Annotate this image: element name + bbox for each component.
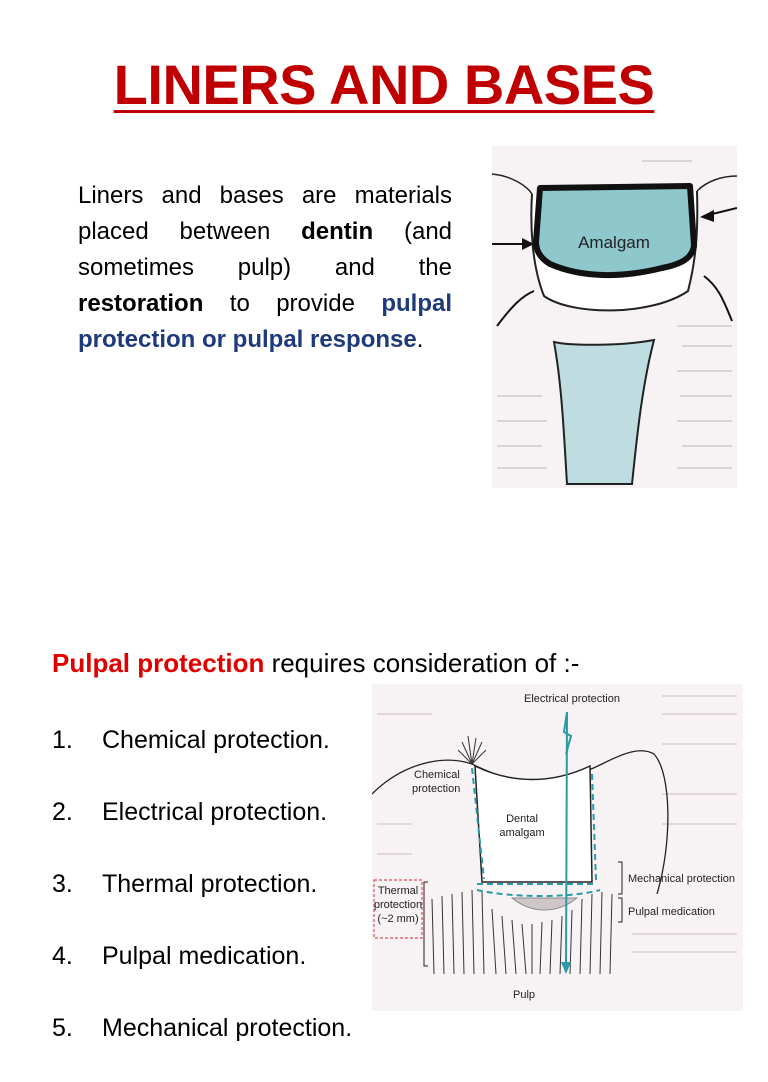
mechanical-label: Mechanical protection (628, 873, 735, 885)
thermal-bracket (423, 881, 428, 967)
list-number: 1. (52, 726, 73, 754)
amalgam-body (474, 764, 593, 883)
tooth-outline-left (491, 173, 533, 195)
intro-text-1: Liners and bases are materials placed be… (78, 182, 452, 245)
amalgam-figure: Amalgam (491, 146, 738, 488)
intro-bold-dentin: dentin (301, 218, 374, 245)
amalgam-label: Amalgam (578, 233, 650, 252)
electrical-zigzag (562, 711, 573, 755)
page-title: LINERS AND BASES (113, 53, 655, 116)
thermal-label-3: (~2 mm) (377, 913, 418, 925)
chemical-label-2: protection (412, 783, 460, 795)
list-number: 4. (52, 942, 73, 970)
intro-highlight: pulpal protection or pulpal response (78, 290, 452, 353)
pulp-label: Pulp (513, 989, 535, 1001)
medication-bracket (618, 897, 623, 923)
tooth-outline-right (696, 175, 738, 192)
pulpal-protection-heading: Pulpal protection requires consideration… (52, 648, 579, 679)
chemical-arrow (471, 767, 485, 880)
background-texture (377, 695, 737, 953)
electrical-label: Electrical protection (524, 693, 620, 705)
list-item: 3. Thermal protection. (52, 866, 352, 938)
arrowhead-right-1 (700, 210, 714, 222)
list-number: 2. (52, 798, 73, 826)
list-text: Electrical protection. (102, 798, 328, 826)
list-text: Pulpal medication. (102, 942, 307, 970)
medication-base (510, 897, 579, 911)
intro-bold-restoration: restoration (78, 290, 204, 317)
arrow-left-2 (496, 290, 535, 327)
list-text: Mechanical protection. (102, 1014, 353, 1042)
pulp-canal (552, 338, 656, 485)
heading-rest: requires consideration of :- (264, 648, 580, 678)
intro-text-4: . (416, 326, 424, 353)
thermal-label-1: Thermal (378, 885, 418, 897)
tooth-outline (371, 750, 669, 895)
heading-highlight: Pulpal protection (52, 648, 265, 678)
liner-curve (476, 889, 601, 897)
list-text: Thermal protection. (102, 870, 318, 898)
mechanical-bracket (618, 861, 623, 895)
dental-label-1: Dental (506, 813, 538, 825)
list-number: 3. (52, 870, 73, 898)
side-arrow (591, 773, 597, 881)
protection-diagram: Electrical protection Chemical protectio… (371, 693, 737, 1001)
crack-lines (457, 735, 487, 765)
list-item: 4. Pulpal medication. (52, 938, 352, 1010)
list-text: Chemical protection. (102, 726, 330, 754)
amalgam-diagram: Amalgam (491, 160, 738, 485)
list-item: 1. Chemical protection. (52, 722, 352, 794)
background-texture (497, 160, 732, 469)
intro-paragraph: Liners and bases are materials placed be… (78, 178, 452, 358)
list-item: 5. Mechanical protection. (52, 1010, 352, 1082)
protection-figure: Electrical protection Chemical protectio… (371, 684, 743, 1011)
protection-list: 1. Chemical protection. 2. Electrical prot… (52, 722, 352, 1082)
intro-text-3: to provide (203, 290, 382, 317)
intro-text-2: (and sometimes pulp) and the (78, 218, 453, 281)
electrical-arrow (565, 711, 568, 970)
dental-label-2: amalgam (499, 827, 544, 839)
arrow-right-2 (703, 275, 733, 322)
amalgam-filling (533, 183, 697, 279)
medication-label: Pulpal medication (628, 906, 715, 918)
chemical-label-1: Chemical (414, 769, 460, 781)
list-item: 2. Electrical protection. (52, 794, 352, 866)
thermal-box (373, 879, 423, 939)
thermal-label-2: protection (374, 899, 422, 911)
list-number: 5. (52, 1014, 73, 1042)
electrical-arrowhead (561, 962, 571, 974)
arrowhead-left-1 (522, 238, 534, 250)
